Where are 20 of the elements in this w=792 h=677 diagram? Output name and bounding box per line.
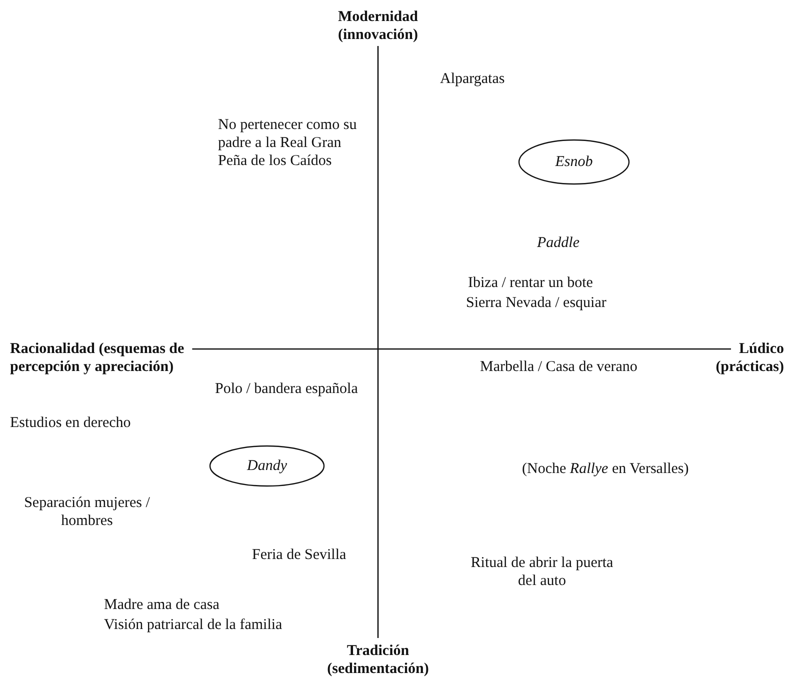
text-label: Sierra Nevada / esquiar bbox=[466, 294, 608, 312]
text-label: Separación mujeres / hombres bbox=[23, 494, 151, 530]
text-label: (Noche Rallye en Versalles) bbox=[522, 460, 690, 478]
text-label: Feria de Sevilla bbox=[252, 546, 348, 564]
axis-label: Racionalidad (esquemas de percepción y apreciación) bbox=[10, 340, 186, 376]
text-label: Polo / bandera española bbox=[215, 380, 359, 398]
text-label: Ibiza / rentar un bote bbox=[468, 274, 594, 292]
text-label: Paddle bbox=[537, 234, 580, 252]
text-label: Alpargatas bbox=[440, 70, 506, 88]
axis-label: Lúdico (prácticas) bbox=[714, 340, 784, 376]
text-label: Ritual de abrir la puerta del auto bbox=[470, 554, 614, 590]
axis-label: Modernidad (innovación) bbox=[336, 8, 419, 44]
text-label: Estudios en derecho bbox=[10, 414, 132, 432]
ellipse-node: Dandy bbox=[209, 445, 325, 487]
text-label: No pertenecer como su padre a la Real Gran Peña de los Caídos bbox=[218, 116, 358, 170]
text-label: Visión patriarcal de la familia bbox=[104, 616, 284, 634]
axis-label: Tradición (sedimentación) bbox=[326, 642, 430, 677]
ellipse-node: Esnob bbox=[518, 139, 630, 185]
text-label: Marbella / Casa de verano bbox=[480, 358, 638, 376]
text-label: Madre ama de casa bbox=[104, 596, 220, 614]
